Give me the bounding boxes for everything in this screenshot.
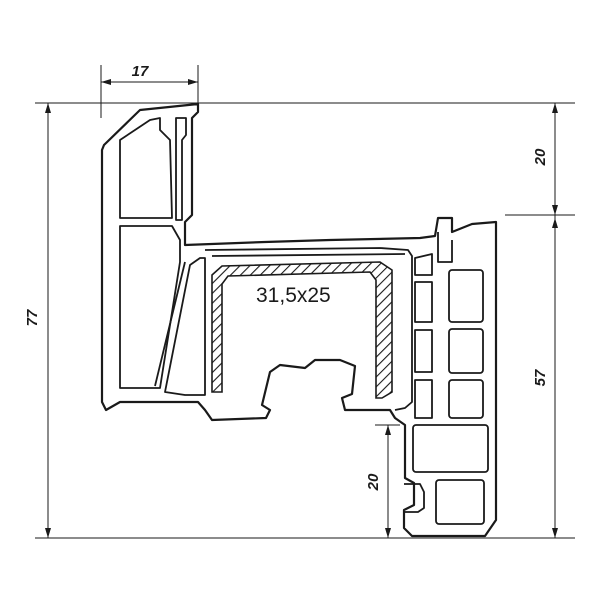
dim-upper-right-height: 20 bbox=[532, 148, 549, 166]
steel-reinforcement: 31,5x25 bbox=[211, 261, 393, 399]
dim-top-width: 17 bbox=[132, 63, 149, 80]
sash-profile bbox=[100, 102, 498, 538]
dim-lower-right-height: 57 bbox=[532, 369, 549, 386]
dimension-lines bbox=[35, 65, 575, 539]
dim-total-height: 77 bbox=[24, 309, 41, 326]
frame-chambers bbox=[404, 232, 489, 525]
dim-bottom-height: 20 bbox=[365, 473, 382, 491]
reinforcement-label: 31,5x25 bbox=[256, 284, 331, 307]
